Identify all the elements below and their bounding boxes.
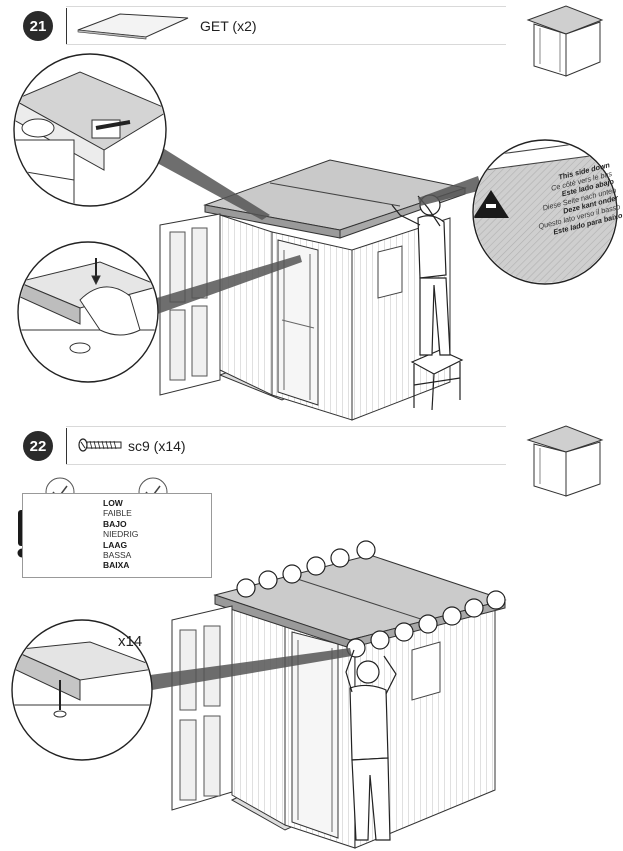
torque-setting-box: LOW FAIBLE BAJO NIEDRIG LAAG BASSA BAIXA (22, 493, 212, 578)
torque-label: BASSA (103, 550, 132, 561)
step-22-header-rule (66, 464, 506, 465)
screw-icon (78, 438, 122, 452)
torque-label: LAAG (103, 539, 128, 550)
torque-label: LOW (103, 498, 123, 508)
torque-label: BAJO (103, 518, 127, 529)
step-22-divider (66, 428, 67, 464)
step-22-shed (171, 554, 507, 849)
screw-count-label: x14 (118, 633, 143, 650)
step-stool (410, 349, 464, 411)
worker-figure (391, 194, 451, 356)
step-21-part-label: GET (x2) (200, 18, 257, 34)
step-22-part-label: sc9 (x14) (128, 438, 186, 454)
torque-label-list: LOW FAIBLE BAJO NIEDRIG LAAG BASSA BAIXA (103, 498, 138, 571)
screw-position-markers (236, 540, 506, 658)
torque-label: NIEDRIG (103, 529, 139, 540)
step-22-number: 22 (23, 431, 53, 461)
shed-thumbnail-icon (526, 425, 604, 497)
worker-figure (345, 649, 397, 841)
shed-thumbnail-icon (526, 5, 604, 77)
step-22-top-rule (66, 426, 506, 427)
step-21-number: 21 (23, 11, 53, 41)
roof-screw-zoom-callout (11, 619, 352, 761)
roof-edge-zoom-callout (13, 53, 270, 220)
torque-label: BAIXA (103, 560, 130, 571)
roof-panel-icon (77, 13, 189, 40)
step-21-header-rule (66, 44, 506, 45)
torque-label: FAIBLE (103, 508, 132, 519)
step-21-top-rule (66, 6, 506, 7)
step-21-divider (66, 8, 67, 44)
